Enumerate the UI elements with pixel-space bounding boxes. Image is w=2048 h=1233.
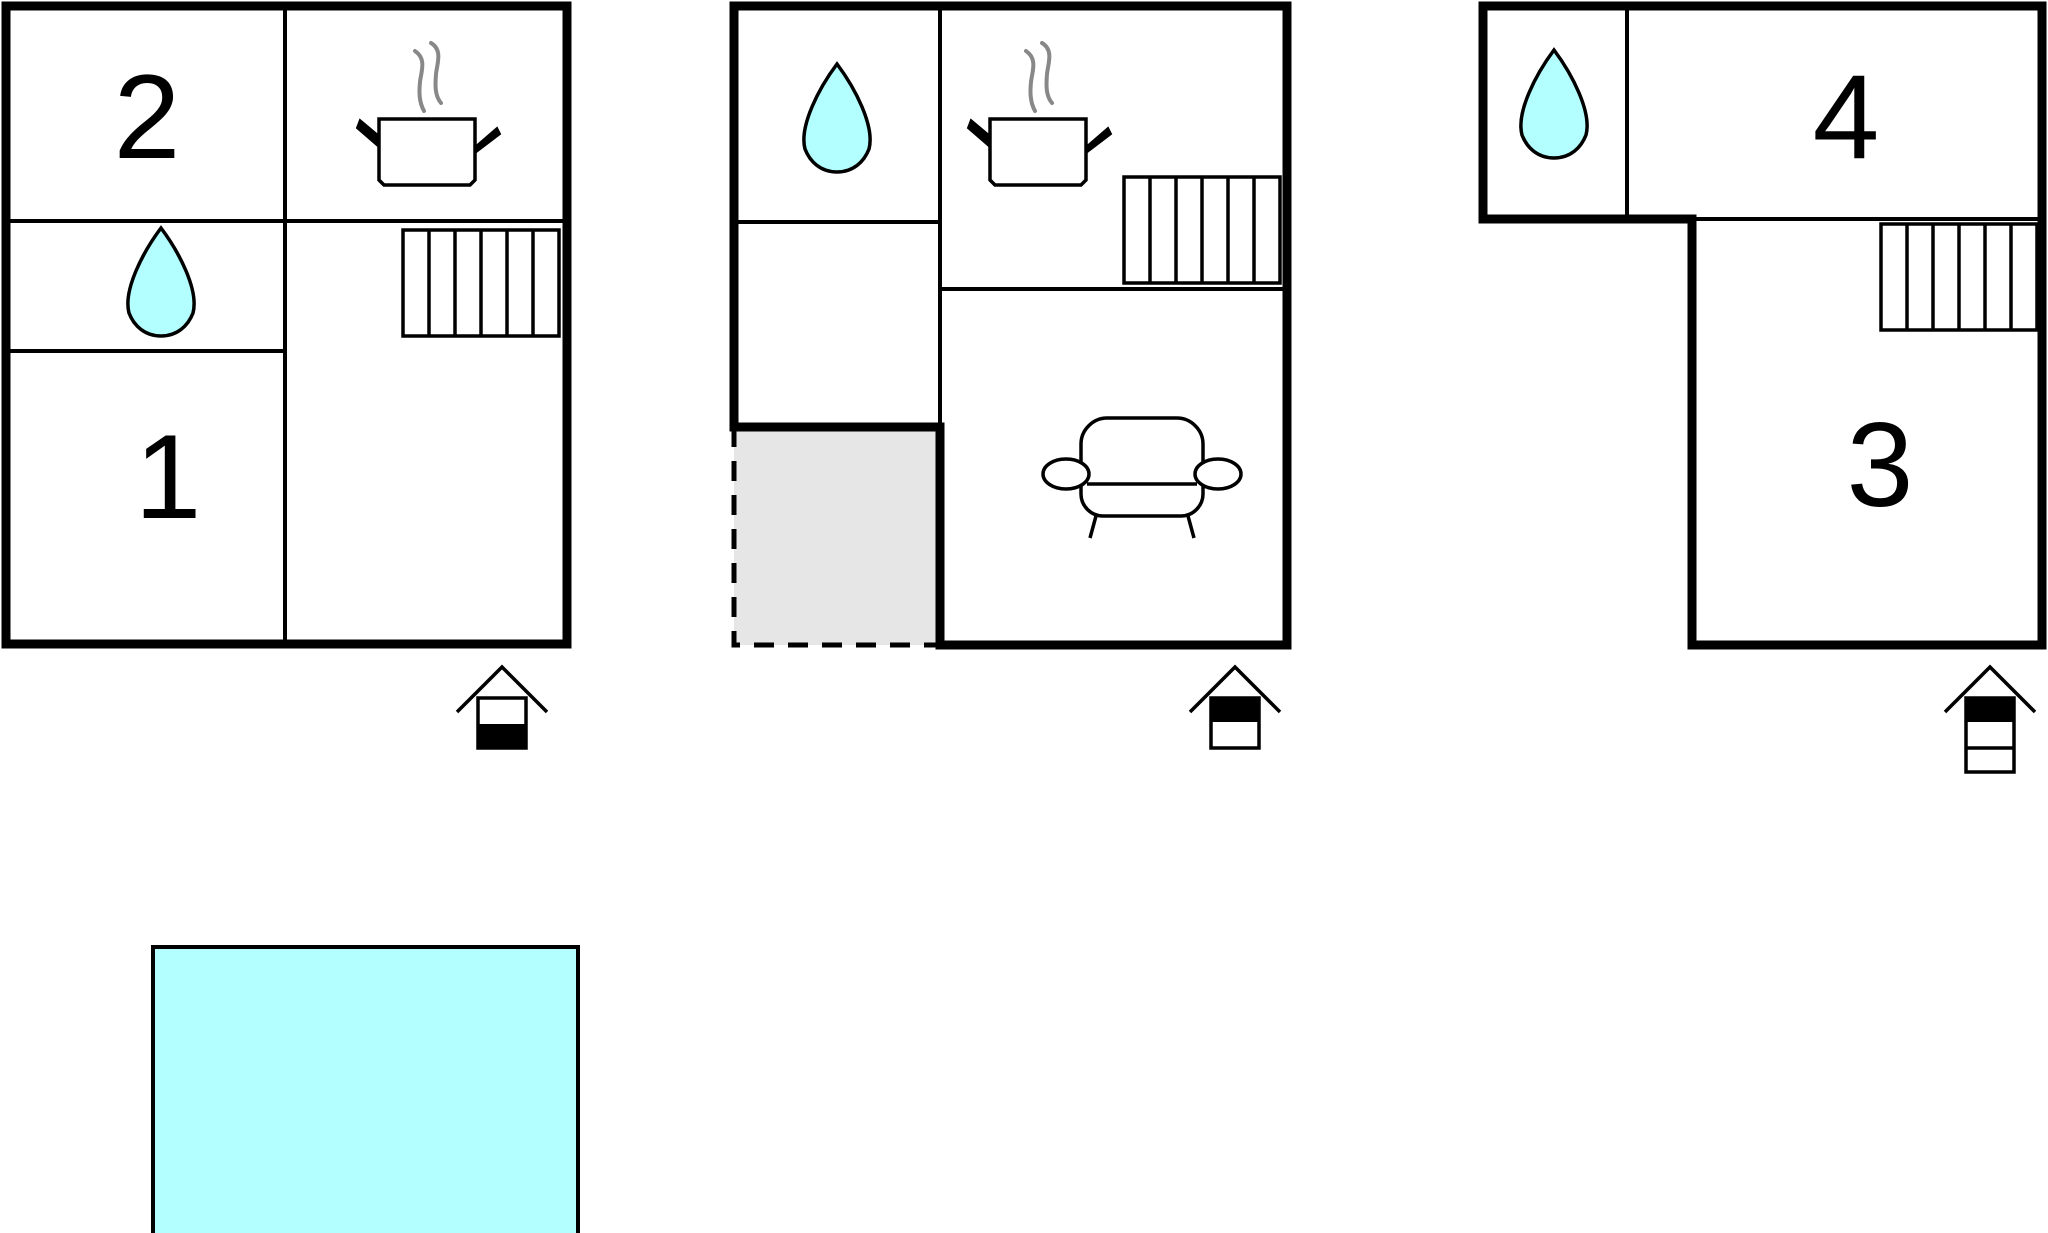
entrance-level-icon (1943, 665, 2037, 774)
water-drop-icon (126, 226, 196, 338)
floor-3: 4 3 (1478, 1, 2047, 774)
room-number-3: 3 (1847, 398, 1914, 532)
room-number-2: 2 (114, 50, 181, 184)
floor-2 (729, 1, 1292, 750)
swimming-pool (151, 945, 580, 1233)
water-drop-icon (1519, 48, 1589, 160)
entrance-level-icon (1188, 665, 1282, 750)
terrace-dashed-outline (731, 427, 940, 648)
staircase-icon (401, 228, 561, 338)
entrance-level-icon (455, 665, 549, 750)
cooking-pot-icon (966, 41, 1113, 187)
staircase-icon (1879, 222, 2039, 332)
floor-3-outer-wall (1478, 1, 2047, 650)
cooking-pot-icon (355, 41, 502, 187)
room-number-1: 1 (135, 410, 202, 544)
staircase-icon (1122, 175, 1282, 285)
sofa-icon (1041, 416, 1243, 540)
room-number-4: 4 (1813, 50, 1880, 184)
floor-1: 2 1 (1, 1, 572, 750)
water-drop-icon (802, 62, 872, 174)
terrace-area (734, 427, 940, 645)
